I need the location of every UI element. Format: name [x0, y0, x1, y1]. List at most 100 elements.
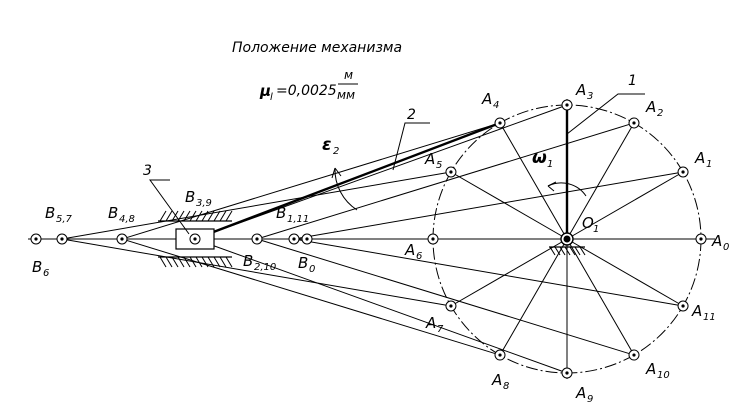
- joint-a1-dot: [681, 170, 685, 174]
- omega-label: ω 1: [532, 148, 553, 170]
- svg-text:A: A: [694, 149, 705, 167]
- crank-radius-7: [450, 238, 568, 307]
- svg-text:A: A: [491, 371, 502, 389]
- svg-text:4: 4: [493, 100, 499, 111]
- joint-a7-dot: [449, 304, 453, 308]
- svg-text:B: B: [32, 258, 42, 276]
- pivot-ground-hatch: [574, 246, 581, 256]
- epsilon-arc: [334, 167, 358, 211]
- scale-symbol: μ: [259, 82, 271, 100]
- svg-text:3: 3: [587, 91, 593, 102]
- pivot-ground-hatch: [549, 246, 556, 256]
- guide-top-hatch: [189, 210, 197, 222]
- svg-text:0: 0: [723, 242, 729, 253]
- connecting-rod-9: [194, 238, 568, 374]
- guide-bottom-hatch: [159, 256, 167, 268]
- svg-text:3,9: 3,9: [196, 198, 212, 209]
- svg-text:A: A: [424, 150, 435, 168]
- scale-subscript: l: [270, 92, 273, 103]
- svg-text:A: A: [645, 360, 656, 378]
- guide-top-hatch: [171, 210, 179, 222]
- joint-a6-dot: [431, 237, 435, 241]
- callout-2-leader: [392, 122, 430, 171]
- scale-unit-denominator: мм: [337, 88, 355, 102]
- guide-bottom-hatch: [195, 256, 203, 268]
- connecting-rod-2: [256, 122, 635, 240]
- svg-text:B: B: [276, 204, 286, 222]
- joint-b0-dot: [305, 237, 309, 241]
- pivot-ground-hatch: [564, 246, 571, 256]
- scale-unit-numerator: м: [344, 68, 353, 82]
- joint-a2-dot: [632, 121, 636, 125]
- callout-3: 3: [143, 163, 152, 179]
- svg-text:4,8: 4,8: [119, 214, 135, 225]
- guide-top-hatch: [165, 210, 173, 222]
- svg-text:ω: ω: [532, 148, 547, 168]
- crank-radius-4: [499, 122, 568, 240]
- crank-radius-10: [566, 238, 635, 356]
- pivot-ground-hatch: [554, 246, 561, 256]
- guide-bottom-hatch: [219, 256, 227, 268]
- svg-text:A: A: [481, 90, 492, 108]
- link-2-rod: [194, 121, 501, 241]
- svg-text:A: A: [691, 302, 702, 320]
- svg-text:6: 6: [416, 251, 422, 262]
- connecting-rod-11: [293, 238, 684, 307]
- svg-text:0: 0: [309, 264, 315, 275]
- crank-radius-1: [566, 171, 684, 240]
- svg-text:B: B: [108, 204, 118, 222]
- joint-a3-dot: [565, 103, 569, 107]
- svg-text:7: 7: [437, 324, 444, 335]
- svg-text:11: 11: [703, 312, 716, 323]
- joint-a9-dot: [565, 371, 569, 375]
- guide-top-hatch: [159, 210, 167, 222]
- pivot-o1-inner: [563, 235, 571, 243]
- svg-text:A: A: [645, 98, 656, 116]
- svg-text:ε: ε: [322, 135, 331, 155]
- guide-bottom-hatch: [213, 256, 221, 268]
- svg-text:A: A: [711, 232, 722, 250]
- guide-bottom-hatch: [183, 256, 191, 268]
- callout-1-leader: [566, 93, 645, 135]
- joint-a11-dot: [681, 304, 685, 308]
- svg-text:2,10: 2,10: [254, 262, 276, 273]
- svg-text:A: A: [575, 81, 586, 99]
- svg-text:1,11: 1,11: [287, 214, 309, 225]
- epsilon-label: ε 2: [322, 135, 339, 157]
- crank-radius-2: [566, 122, 635, 240]
- omega-arrow: [547, 181, 557, 192]
- guide-bottom-hatch: [201, 256, 209, 268]
- joint-b4-dot: [120, 237, 124, 241]
- pivot-ground-hatch: [579, 246, 586, 256]
- joint-b6-dot: [34, 237, 38, 241]
- connecting-rod-10: [256, 238, 635, 356]
- svg-text:8: 8: [503, 381, 509, 392]
- guide-bottom-hatch: [189, 256, 197, 268]
- guide-top-hatch: [213, 210, 221, 222]
- guide-top-hatch: [207, 210, 215, 222]
- pivot-ground-hatch: [559, 246, 566, 256]
- pivot-ground-hatch: [569, 246, 576, 256]
- svg-text:B: B: [185, 188, 195, 206]
- svg-text:10: 10: [657, 370, 670, 381]
- svg-text:6: 6: [43, 268, 49, 279]
- callout-1: 1: [628, 73, 637, 89]
- callout-3-leader: [149, 179, 190, 235]
- guide-top-hatch: [225, 210, 233, 222]
- joint-a8-dot: [498, 353, 502, 357]
- svg-text:5,7: 5,7: [56, 214, 73, 225]
